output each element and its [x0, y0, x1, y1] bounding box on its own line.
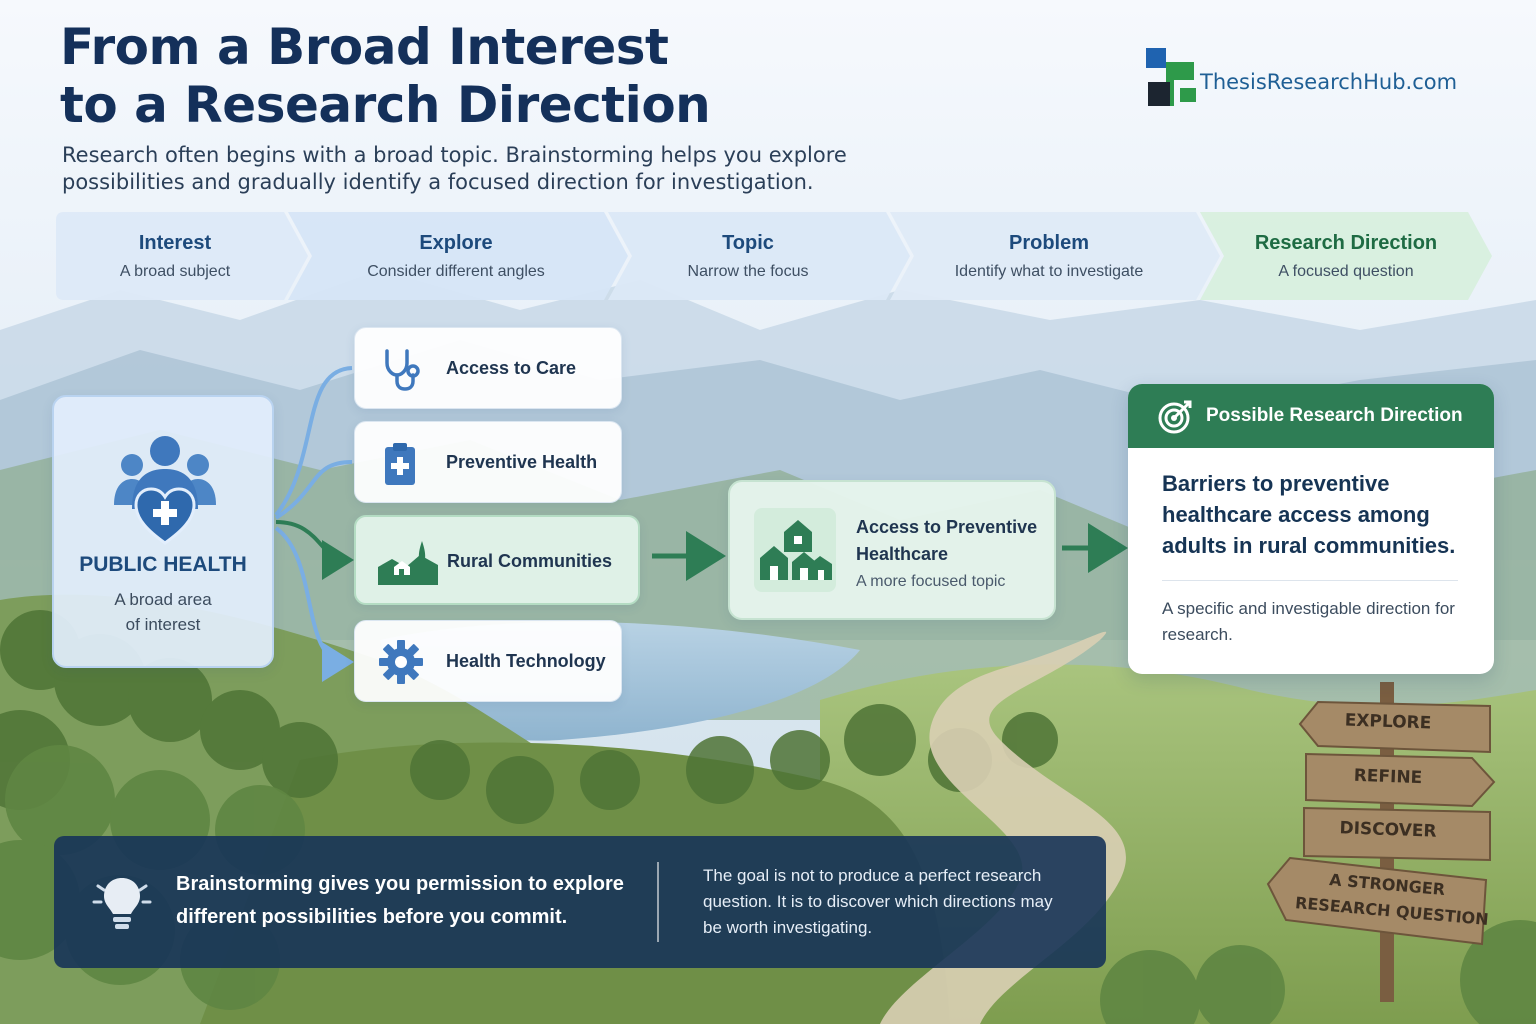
logo-mark-icon [1146, 48, 1196, 106]
step-topic: Topic Narrow the focus [632, 212, 864, 300]
research-direction-statement: Barriers to preventive healthcare access… [1162, 471, 1456, 558]
divider [1162, 580, 1458, 581]
focused-topic-title: Access to Preventive Healthcare [856, 517, 1038, 564]
research-direction-note: A specific and investigable direction fo… [1162, 599, 1455, 644]
gear-icon [379, 640, 423, 684]
connector-rural-communities [275, 520, 354, 580]
step-subtitle: Identify what to investigate [954, 263, 1144, 280]
step-explore: Explore Consider different angles [306, 212, 606, 300]
step-problem: Problem Identify what to investigate [914, 212, 1184, 300]
interest-subtitle-line-2: of interest [125, 615, 201, 634]
step-interest: Interest A broad subject [56, 212, 294, 300]
connector-health-technology [274, 526, 354, 682]
step-research-direction: Research Direction A focused question [1220, 212, 1472, 300]
subtitle-line-1: Research often begins with a broad topic… [62, 143, 847, 167]
clipboard-plus-icon [385, 443, 415, 485]
title-line-1: From a Broad Interest [60, 18, 669, 76]
research-direction-header: Possible Research Direction [1128, 384, 1494, 448]
title-line-2: to a Research Direction [60, 76, 711, 134]
callout-divider [657, 862, 659, 942]
callout-side-text: The goal is not to produce a perfect res… [703, 866, 1053, 937]
page-subtitle: Research often begins with a broad topic… [62, 142, 902, 196]
page-title: From a Broad Interest to a Research Dire… [60, 18, 711, 134]
callout-main-text: Brainstorming gives you permission to ex… [176, 873, 624, 928]
target-icon [1158, 400, 1192, 434]
interest-subtitle-line-1: A broad area [114, 590, 212, 609]
interest-card: PUBLIC HEALTH A broad area of interest [52, 395, 274, 668]
branch-access-to-care[interactable]: Access to Care [354, 327, 622, 409]
stethoscope-icon [385, 349, 420, 391]
callout-box: Brainstorming gives you permission to ex… [54, 836, 1106, 968]
step-title: Research Direction [1254, 232, 1438, 254]
rural-landscape-icon [378, 541, 438, 585]
step-title: Topic [722, 232, 774, 254]
step-title: Explore [419, 232, 493, 254]
steps-chevrons [56, 212, 1492, 300]
subtitle-line-2: possibilities and gradually identify a f… [62, 170, 814, 194]
research-direction-card: Possible Research Direction Barriers to … [1128, 384, 1494, 674]
branch-rural-communities[interactable]: Rural Communities [354, 515, 640, 605]
branch-preventive-health[interactable]: Preventive Health [354, 421, 622, 503]
step-title: Interest [138, 232, 212, 254]
step-subtitle: A broad subject [119, 263, 231, 280]
interest-subtitle: A broad area of interest [84, 587, 242, 637]
brand-logo[interactable]: ThesisResearchHub.com [1144, 48, 1474, 110]
research-direction-header-label: Possible Research Direction [1206, 405, 1463, 426]
connector-access-to-care [274, 366, 353, 517]
interest-title: PUBLIC HEALTH [79, 553, 247, 576]
people-heart-icon [114, 436, 216, 545]
branch-label: Rural Communities [447, 551, 613, 571]
branch-label: Access to Care [446, 358, 577, 378]
focused-topic-card: Access to Preventive Healthcare A more f… [728, 480, 1056, 620]
logo-text: ThesisResearchHub.com [1200, 70, 1458, 94]
step-subtitle: A focused question [1278, 263, 1414, 280]
branch-label: Health Technology [446, 651, 606, 671]
branch-label: Preventive Health [446, 452, 598, 472]
step-title: Problem [1008, 232, 1090, 254]
branch-health-technology[interactable]: Health Technology [354, 620, 622, 702]
lightbulb-icon [92, 878, 152, 929]
houses-icon [754, 508, 836, 592]
step-subtitle: Consider different angles [367, 263, 545, 280]
focused-topic-subtitle: A more focused topic [856, 573, 1006, 590]
step-subtitle: Narrow the focus [687, 263, 809, 280]
connector-preventive-health [274, 460, 353, 520]
progress-steps: Interest A broad subject Explore Conside… [56, 212, 1496, 300]
